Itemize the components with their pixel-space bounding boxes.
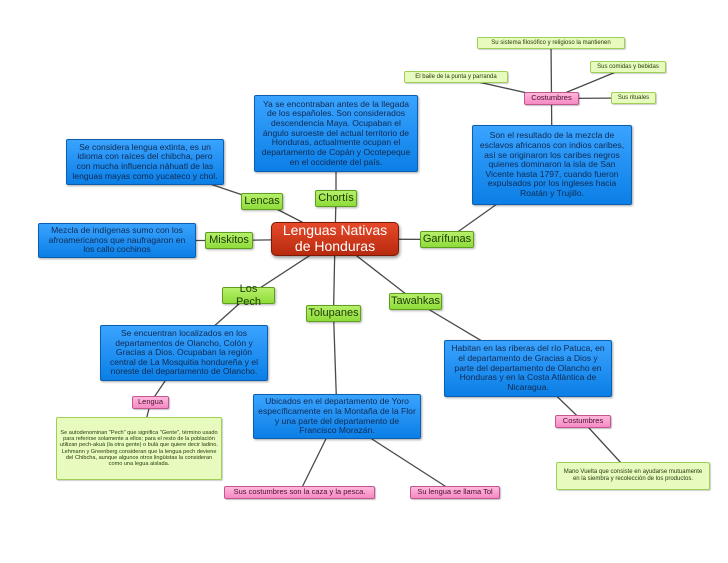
desc-los-pech: Se encuentran localizados en los departa…: [100, 325, 268, 381]
pech-lengua-label[interactable]: Lengua: [132, 396, 169, 409]
topic-lencas[interactable]: Lencas: [241, 193, 283, 210]
topic-los-pech[interactable]: Los Pech: [222, 283, 275, 308]
desc-chortis: Ya se encontraban antes de la llegada de…: [254, 95, 418, 172]
desc-lencas: Se considera lengua extinta, es un idiom…: [66, 139, 224, 185]
garifunas-costumbre-3: Sus comidas y bebidas: [590, 61, 666, 73]
desc-tawahkas: Habitan en las riberas del río Patuca, e…: [444, 340, 612, 397]
topic-garifunas[interactable]: Garífunas: [420, 231, 474, 248]
desc-tolupanes: Ubicados en el departamento de Yoro espe…: [253, 394, 421, 439]
tawahkas-costumbres-note: Mano Vuelta que consiste en ayudarse mut…: [556, 462, 710, 490]
tolupanes-costumbres[interactable]: Sus costumbres son la caza y la pesca.: [224, 486, 375, 499]
topic-chortis[interactable]: Chortís: [315, 190, 357, 207]
desc-garifunas: Son el resultado de la mezcla de esclavo…: [472, 125, 632, 205]
garifunas-costumbre-4: Sus rituales: [611, 92, 656, 104]
garifunas-costumbre-2: El baile de la punta y parranda: [404, 71, 508, 83]
topic-miskitos[interactable]: Miskitos: [205, 232, 253, 249]
topic-tawahkas[interactable]: Tawahkas: [389, 293, 442, 310]
desc-miskitos: Mezcla de indígenas sumo con los afroame…: [38, 223, 196, 258]
tawahkas-costumbres-label[interactable]: Costumbres: [555, 415, 611, 428]
topic-tolupanes[interactable]: Tolupanes: [306, 305, 361, 322]
central-topic[interactable]: Lenguas Nativas de Honduras: [271, 222, 399, 256]
connector-line: [550, 42, 553, 99]
tolupanes-lengua[interactable]: Su lengua se llama Tol: [410, 486, 500, 499]
pech-lengua-note: Se autodenominan "Pech" que significa "G…: [56, 417, 222, 480]
garifunas-costumbres-label[interactable]: Costumbres: [524, 92, 579, 105]
garifunas-costumbre-1: Su sistema filosófico y religioso la man…: [477, 37, 625, 49]
